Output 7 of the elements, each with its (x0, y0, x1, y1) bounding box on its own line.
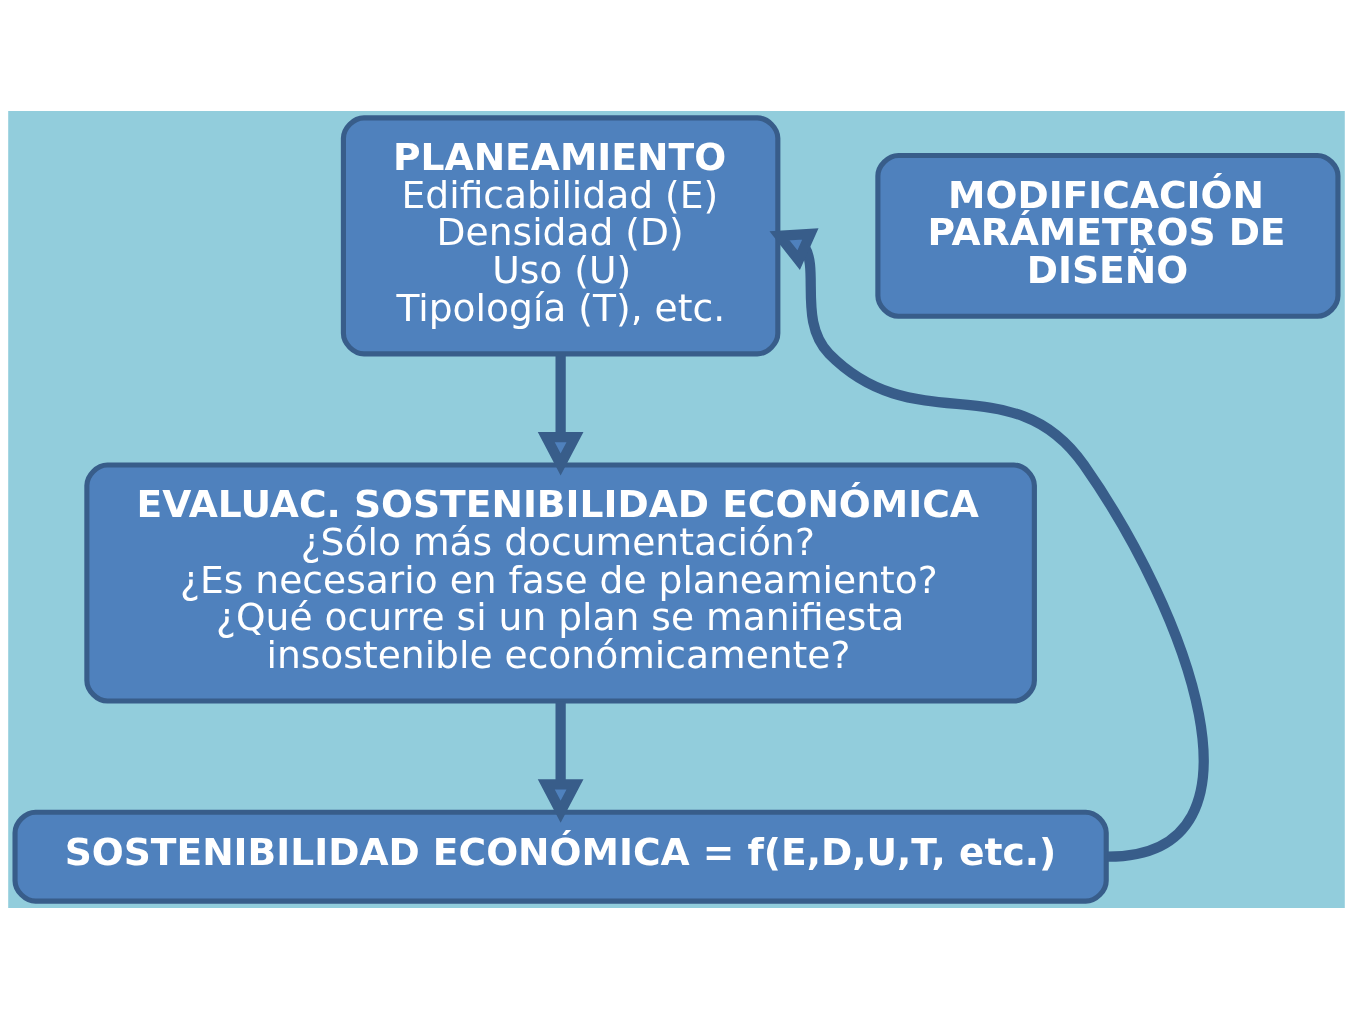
arrow (537, 701, 584, 823)
node-box: EVALUAC. SOSTENIBILIDAD ECONÓMICA ¿Sólo más documentación? ¿Es necesario en fase de planeamiento? ¿Qué ocurre si un plan se manifiesta insostenible económicamente? (84, 462, 1037, 704)
node-box: SOSTENIBILIDAD ECONÓMICA = f(E,D,U,T, etc.) (12, 809, 1109, 904)
node-box: PLANEAMIENTO Edificabilidad (E) Densidad (D) Uso (U) Tipología (T), etc. (340, 115, 781, 357)
node-box: MODIFICACIÓN PARÁMETROS DE DISEÑO (875, 152, 1341, 319)
arrow (537, 353, 584, 476)
arrow (769, 228, 1209, 862)
